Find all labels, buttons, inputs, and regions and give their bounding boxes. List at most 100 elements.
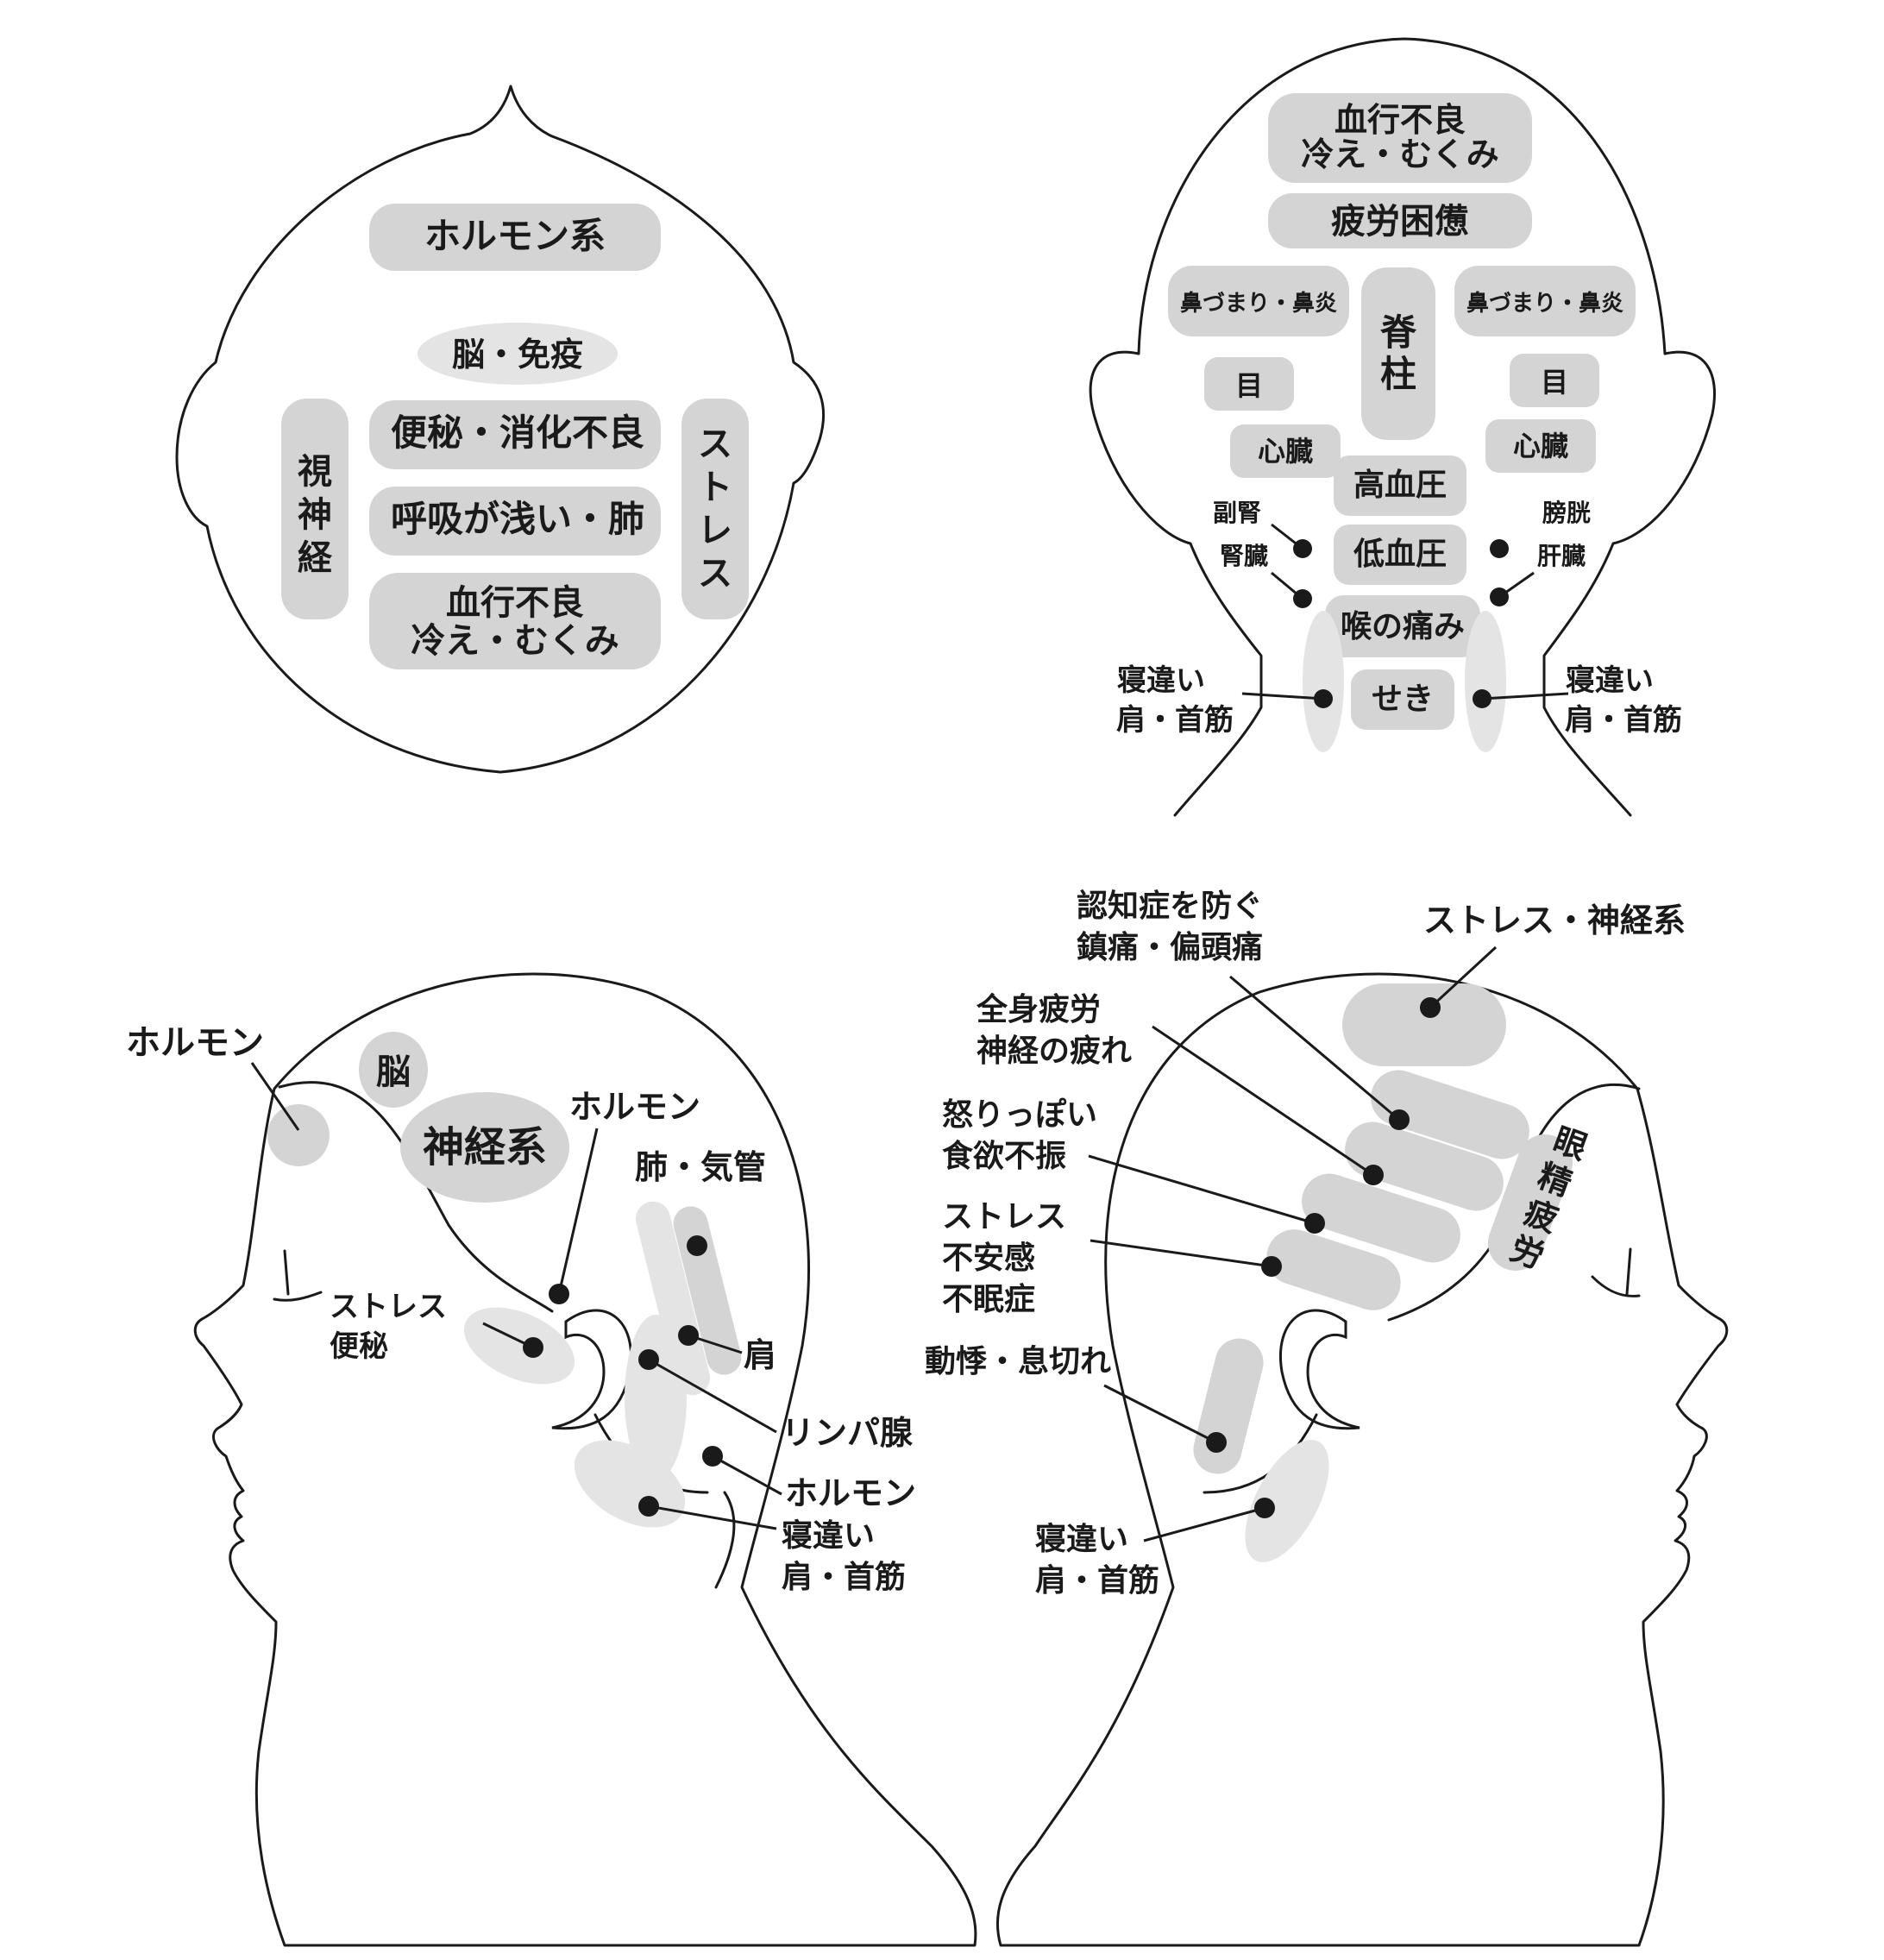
high-bp-label: 高血圧	[1353, 467, 1447, 503]
back-view-head: 血行不良 冷え・むくみ 疲労困憊 鼻づまり・鼻炎 鼻づまり・鼻炎 脊 柱 目 目…	[1089, 37, 1717, 817]
eye-right-label: 目	[1541, 366, 1568, 399]
right-eye-fatigue-zone	[1487, 1134, 1573, 1271]
right-profile-head: 認知症を防ぐ 鎮痛・偏頭痛 ストレス・神経系 全身疲労 神経の疲れ 怒りっぽい …	[925, 888, 1729, 1947]
heart-right-label: 心臓	[1513, 430, 1568, 462]
left-hormone-low-label: ホルモン	[785, 1473, 916, 1512]
spine-char-1: 脊	[1380, 311, 1417, 354]
right-stress-dot	[1261, 1256, 1282, 1277]
right-eye	[1591, 1247, 1641, 1297]
throat-label: 喉の痛み	[1341, 608, 1465, 644]
top-hormone-label: ホルモン系	[424, 215, 606, 257]
stress-zone	[681, 399, 749, 619]
back-blood-label-1: 血行不良	[1334, 100, 1466, 139]
nose-right-zone	[1454, 266, 1636, 336]
right-anger-dot	[1304, 1213, 1325, 1234]
neck-right-zone	[1465, 611, 1506, 752]
left-lung-dot	[687, 1235, 707, 1256]
right-dementia-label-1: 認知症を防ぐ	[1077, 888, 1263, 924]
left-brain-zone	[359, 1032, 428, 1108]
left-stiff-label-1: 寝違い	[782, 1517, 875, 1554]
optic-nerve-char-3: 経	[298, 537, 333, 578]
left-hormone-mid-leader	[557, 1128, 599, 1295]
left-hormone-zone	[267, 1104, 330, 1166]
left-nerve-label: 神経系	[423, 1123, 547, 1172]
right-stress-label-2: 不安感	[942, 1240, 1035, 1276]
right-stress-nerve-leader	[1429, 945, 1498, 1009]
brain-immune-zone	[418, 323, 618, 385]
nose-right-label: 鼻づまり・鼻炎	[1466, 291, 1623, 317]
top-breathing-label: 呼吸が浅い・肺	[391, 498, 644, 540]
back-blood-label-2: 冷え・むくみ	[1301, 135, 1499, 173]
right-stress-nerve-zone	[1342, 983, 1506, 1066]
right-dementia-dot	[1389, 1109, 1410, 1130]
cough-zone	[1351, 669, 1454, 730]
left-shoulder-label: 肩	[744, 1335, 776, 1374]
left-lymph-leader	[648, 1358, 777, 1434]
blood-zone	[369, 573, 661, 669]
eye-left-zone	[1204, 357, 1294, 411]
right-anger-zone	[1302, 1173, 1460, 1263]
top-brain-immune-label: 脳・免疫	[452, 335, 583, 374]
right-anger-label-2: 食欲不振	[942, 1138, 1066, 1174]
right-fatigue-zone	[1345, 1121, 1504, 1211]
left-eye	[273, 1249, 323, 1302]
optic-nerve-zone	[281, 399, 349, 619]
kidney-label: 腎臓	[1220, 542, 1268, 570]
cough-label: せき	[1372, 681, 1434, 717]
top-blood-label-1: 血行不良	[446, 582, 584, 623]
left-brain-label: 脳	[376, 1052, 411, 1092]
nose-left-zone	[1168, 266, 1349, 336]
back-stiff-right-label-2: 肩・首筋	[1565, 703, 1682, 738]
left-stress-label-1: ストレス	[330, 1290, 447, 1324]
left-hormone-low-leader	[712, 1454, 782, 1496]
right-stress-nerve-dot	[1420, 997, 1441, 1018]
bladder-label: 膀胱	[1542, 499, 1591, 527]
back-stiff-right-label-1: 寝違い	[1566, 663, 1654, 698]
heart-right-zone	[1485, 419, 1596, 473]
kidney-dot	[1293, 589, 1312, 608]
eye-left-label: 目	[1235, 369, 1263, 402]
back-stiff-right-leader	[1481, 692, 1569, 700]
left-lymph-label: リンパ腺	[782, 1413, 914, 1452]
left-neck-front	[714, 1491, 736, 1589]
top-constipation-label: 便秘・消化不良	[391, 411, 644, 454]
liver-label: 肝臓	[1537, 542, 1586, 570]
top-blood-label-2: 冷え・むくみ	[411, 620, 619, 661]
heart-left-label: 心臓	[1258, 435, 1313, 468]
spine-zone	[1361, 267, 1435, 440]
breathing-zone	[369, 487, 661, 556]
constipation-zone	[369, 400, 661, 469]
left-hormone-mid-dot	[549, 1284, 569, 1304]
right-stress-label-1: ストレス	[942, 1198, 1066, 1234]
stress-char-3: レ	[698, 510, 732, 550]
left-hormone-top-label: ホルモン	[126, 1022, 264, 1063]
left-shoulder-leader	[688, 1334, 743, 1354]
right-profile-outline	[995, 972, 1729, 1947]
left-lung-zone-a	[636, 1201, 710, 1396]
right-stress-nerve-label: ストレス・神経系	[1423, 901, 1686, 939]
adrenal-label: 副腎	[1213, 499, 1261, 527]
left-stress-zone	[463, 1307, 575, 1385]
stress-char-2: ト	[698, 467, 732, 507]
right-palpitation-zone	[1193, 1338, 1264, 1474]
fatigue-label: 疲労困憊	[1331, 201, 1469, 242]
left-stiff-leader	[648, 1505, 777, 1530]
hormone-zone	[369, 204, 661, 271]
back-stiff-left-label-1: 寝違い	[1117, 663, 1205, 698]
left-hormone-mid-label: ホルモン	[569, 1087, 700, 1126]
adrenal-dot	[1293, 539, 1312, 558]
right-stiff-dot	[1254, 1498, 1275, 1518]
spine-char-2: 柱	[1380, 353, 1416, 395]
back-blood-zone	[1268, 93, 1532, 183]
back-stiff-left-leader	[1241, 692, 1324, 700]
left-stress-dot	[523, 1337, 543, 1358]
fatigue-zone	[1268, 193, 1532, 248]
left-lung-label: 肺・気管	[635, 1147, 766, 1186]
left-profile-head: ホルモン 脳 神経系 ホルモン 肺・気管 ストレス 便秘 肩 リンパ腺 ホルモン…	[126, 972, 977, 1947]
optic-nerve-char-1: 視	[298, 451, 332, 492]
liver-dot	[1490, 587, 1509, 606]
top-view-head: ホルモン系 脳・免疫 便秘・消化不良 呼吸が浅い・肺 血行不良 冷え・むくみ 視…	[175, 85, 826, 774]
low-bp-label: 低血圧	[1353, 536, 1447, 572]
neck-left-zone	[1303, 611, 1344, 752]
right-stiff-label-1: 寝違い	[1035, 1521, 1128, 1557]
